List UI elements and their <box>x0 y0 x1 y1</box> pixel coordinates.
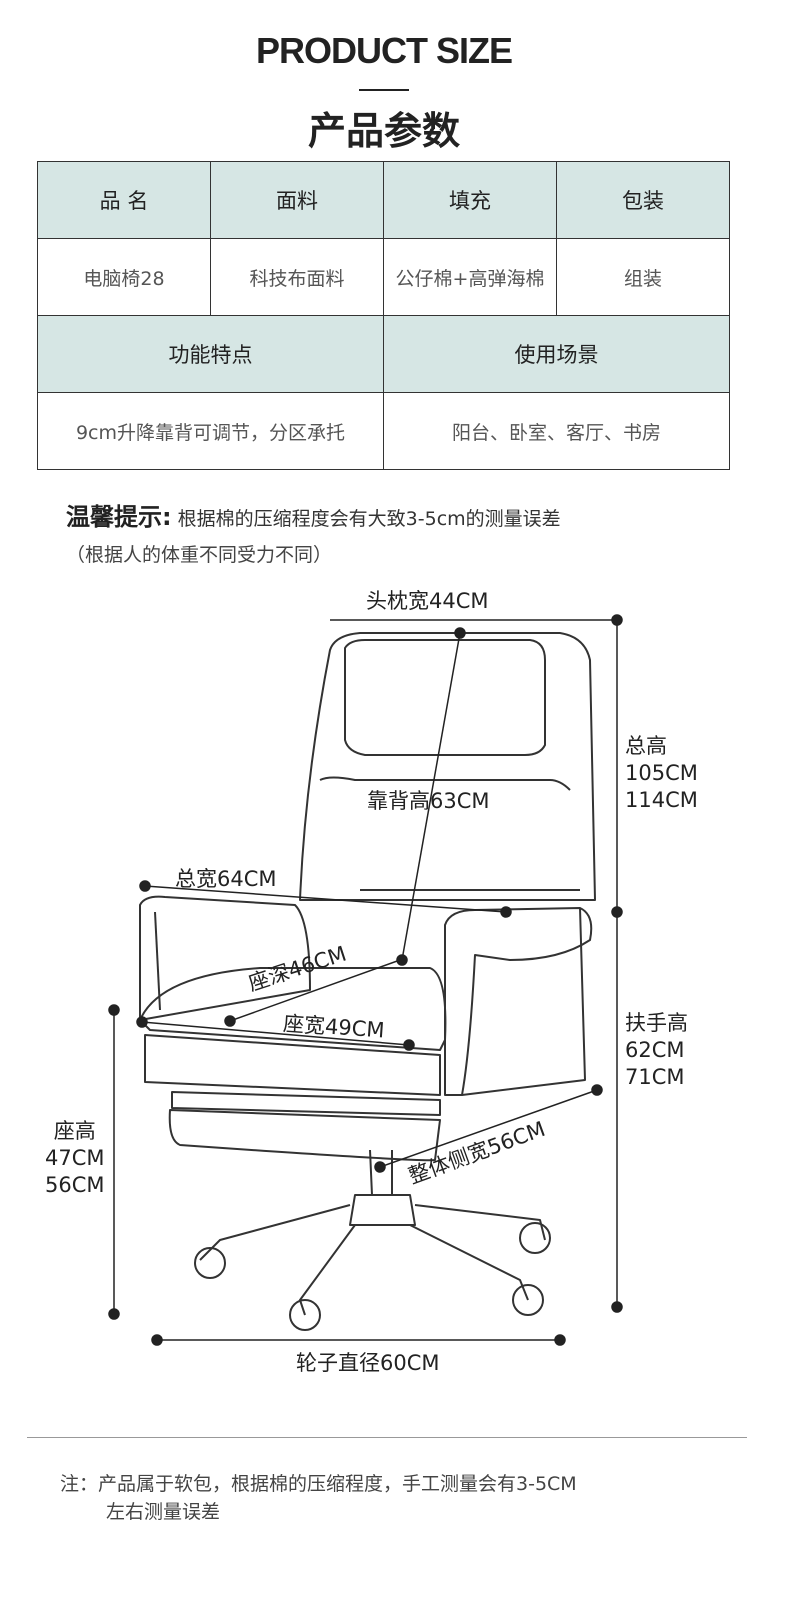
label-total-width: 总宽64CM <box>175 867 277 891</box>
header-packaging: 包装 <box>556 161 730 239</box>
tip-label: 温馨提示: <box>66 503 172 531</box>
tip: 温馨提示: 根据棉的压缩程度会有大致3-5cm的测量误差 <box>66 497 561 532</box>
total-height-max: 114CM <box>625 788 698 812</box>
note: 注：产品属于软包，根据棉的压缩程度，手工测量会有3-5CM 左右测量误差 <box>60 1470 577 1526</box>
dimension-lines <box>108 614 623 1346</box>
title-chinese: 产品参数 <box>307 109 460 153</box>
header-fabric: 面料 <box>210 161 384 239</box>
armrest-height-min: 62CM <box>625 1038 685 1062</box>
seat-height-label: 座高 <box>53 1119 96 1143</box>
title-english: PRODUCT SIZE <box>255 30 513 71</box>
chair-outline <box>139 632 596 1331</box>
header-filling: 填充 <box>383 161 557 239</box>
header-scenes: 使用场景 <box>383 315 730 393</box>
value-fabric: 科技布面料 <box>210 238 384 316</box>
note-line-2: 左右测量误差 <box>106 1501 221 1523</box>
label-seat-height: 座高 47CM 56CM <box>45 1118 105 1199</box>
divider <box>27 1437 747 1438</box>
header-features: 功能特点 <box>37 315 384 393</box>
tip-text: 根据棉的压缩程度会有大致3-5cm的测量误差 <box>177 508 561 530</box>
label-headrest-width: 头枕宽44CM <box>366 589 489 613</box>
total-height-min: 105CM <box>625 761 698 785</box>
value-features: 9cm升降靠背可调节，分区承托 <box>37 392 384 470</box>
value-name: 电脑椅28 <box>37 238 211 316</box>
spec-table: 品 名 面料 填充 包装 电脑椅28 科技布面料 公仔棉+高弹海棉 组装 功能特… <box>37 161 730 470</box>
armrest-height-label: 扶手高 <box>625 1011 688 1035</box>
label-back-height: 靠背高63CM <box>367 789 490 813</box>
tip-text-2: （根据人的体重不同受力不同） <box>66 544 333 566</box>
label-armrest-height: 扶手高 62CM 71CM <box>625 1010 688 1091</box>
value-scenes: 阳台、卧室、客厅、书房 <box>383 392 730 470</box>
label-wheel-diameter: 轮子直径60CM <box>296 1351 440 1375</box>
seat-height-min: 47CM <box>45 1146 105 1170</box>
total-height-label: 总高 <box>625 734 667 758</box>
header-name: 品 名 <box>37 161 211 239</box>
value-packaging: 组装 <box>556 238 730 316</box>
seat-height-max: 56CM <box>45 1173 105 1197</box>
note-line-1: 注：产品属于软包，根据棉的压缩程度，手工测量会有3-5CM <box>60 1473 577 1495</box>
armrest-height-max: 71CM <box>625 1065 685 1089</box>
title-divider <box>359 89 409 91</box>
label-total-height: 总高 105CM 114CM <box>625 733 698 814</box>
